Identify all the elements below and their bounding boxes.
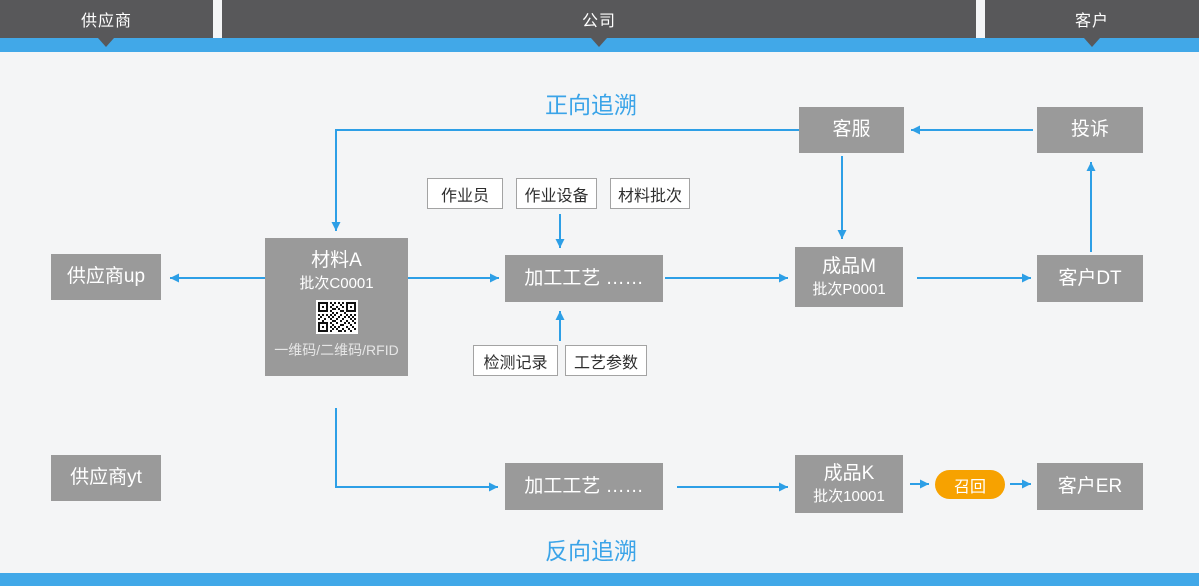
tag-inspection-record: 检测记录 [473, 345, 558, 376]
lane-company-label: 公司 [581, 13, 616, 30]
node-product-m: 成品M 批次P0001 [795, 247, 903, 307]
recall-badge-label: 召回 [953, 478, 986, 496]
node-supplier-yt-label: 供应商yt [70, 467, 142, 489]
arrow-material-to-process-bottom [335, 408, 498, 492]
lane-customer-pointer-icon [1084, 38, 1100, 47]
node-customer-er-label: 客户ER [1057, 475, 1123, 497]
node-customer-service: 客服 [799, 107, 904, 153]
node-supplier-up-label: 供应商up [66, 266, 146, 288]
tag-equipment-label: 作业设备 [524, 187, 589, 205]
node-material-a-caption: 一维码/二维码/RFID [274, 341, 399, 358]
node-product-m-batch: 批次P0001 [812, 280, 886, 298]
node-customer-dt-label: 客户DT [1058, 267, 1122, 289]
lane-customer-label: 客户 [1074, 13, 1109, 30]
tag-material-batch: 材料批次 [610, 178, 690, 209]
node-product-k: 成品K 批次10001 [795, 455, 903, 513]
node-customer-er: 客户ER [1037, 463, 1143, 510]
tag-operator: 作业员 [427, 178, 503, 209]
qr-code-icon [315, 299, 358, 334]
node-customer-service-label: 客服 [832, 119, 871, 141]
backward-trace-title: 反向追溯 [545, 538, 637, 564]
lane-supplier-pointer-icon [98, 38, 114, 47]
forward-trace-title: 正向追溯 [545, 92, 637, 118]
lane-company-pointer-icon [591, 38, 607, 47]
lane-supplier-label: 供应商 [80, 13, 132, 30]
node-process-top: 加工工艺 …… [505, 255, 663, 302]
tag-process-parameters: 工艺参数 [565, 345, 647, 376]
recall-badge: 召回 [935, 470, 1005, 499]
node-customer-dt: 客户DT [1037, 255, 1143, 302]
node-material-a: 材料A 批次C0001 一维码/二维码/RFID [265, 238, 408, 376]
node-product-m-title: 成品M [822, 256, 876, 278]
node-complaint: 投诉 [1037, 107, 1143, 153]
tag-inspection-record-label: 检测记录 [483, 354, 548, 372]
node-process-bottom: 加工工艺 …… [505, 463, 663, 510]
lane-company: 公司 [222, 0, 976, 38]
node-material-a-batch: 批次C0001 [299, 274, 374, 292]
node-supplier-up: 供应商up [51, 254, 161, 300]
node-supplier-yt: 供应商yt [51, 455, 161, 501]
tag-material-batch-label: 材料批次 [617, 187, 682, 205]
bottom-accent-bar [0, 573, 1199, 586]
tag-equipment: 作业设备 [516, 178, 597, 209]
lane-supplier: 供应商 [0, 0, 213, 38]
node-product-k-batch: 批次10001 [813, 487, 885, 505]
tag-operator-label: 作业员 [440, 187, 489, 205]
tag-process-parameters-label: 工艺参数 [573, 354, 638, 372]
node-complaint-label: 投诉 [1070, 119, 1109, 141]
node-product-k-title: 成品K [823, 463, 875, 485]
node-process-bottom-label: 加工工艺 …… [524, 475, 644, 497]
lane-customer: 客户 [985, 0, 1199, 38]
node-material-a-title: 材料A [311, 250, 362, 271]
node-process-top-label: 加工工艺 …… [524, 267, 644, 289]
